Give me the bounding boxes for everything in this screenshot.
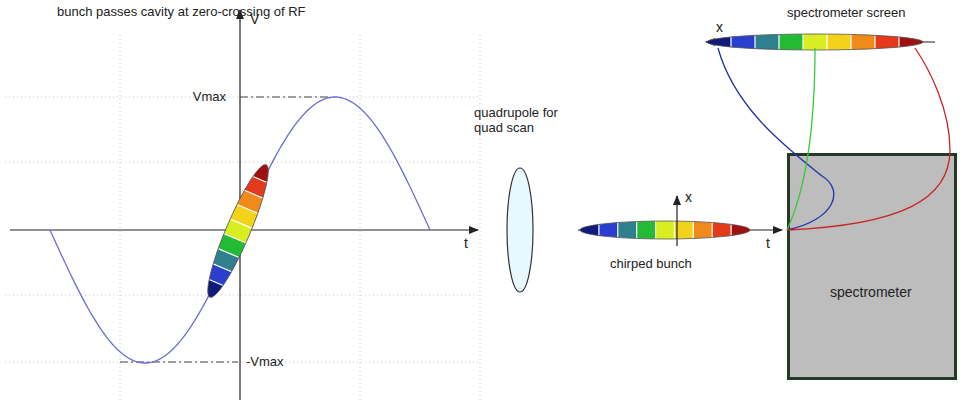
panel-title: bunch passes cavity at zero-crossing of … xyxy=(55,4,308,19)
level-label: Vmax xyxy=(191,89,228,104)
axis-label: x xyxy=(714,20,725,35)
slice-divider xyxy=(674,221,675,239)
slice-divider xyxy=(731,221,732,239)
bunch-slice xyxy=(755,34,780,50)
bunch-slice xyxy=(803,34,828,50)
slice-divider xyxy=(826,34,827,50)
slice-divider xyxy=(224,234,246,243)
rf-sine xyxy=(50,97,430,363)
axis-label: t xyxy=(462,236,470,251)
slice-divider xyxy=(218,248,240,257)
screen-spot xyxy=(707,34,924,50)
slice-divider xyxy=(655,221,656,239)
bunch-slice xyxy=(779,34,804,50)
slice-divider xyxy=(730,34,731,50)
slice-divider xyxy=(230,219,252,228)
slice-divider xyxy=(754,34,755,50)
screen-label: spectrometer screen xyxy=(785,5,908,20)
axis-label: V xyxy=(248,12,261,27)
vmax-line xyxy=(240,97,330,98)
bunch-slice xyxy=(851,34,876,50)
slice-divider xyxy=(850,34,851,50)
slice-divider xyxy=(712,221,713,239)
slice-divider xyxy=(598,221,599,239)
bunch-slice xyxy=(249,160,278,185)
slice-divider xyxy=(211,263,233,272)
slice-divider xyxy=(243,189,265,198)
bunch-slice xyxy=(580,221,599,239)
bunch-slice xyxy=(731,221,750,239)
slice-divider xyxy=(617,221,618,239)
slice-divider xyxy=(874,34,875,50)
slice-divider xyxy=(802,34,803,50)
slice-divider xyxy=(778,34,779,50)
bunch-label: chirped bunch xyxy=(608,256,694,271)
bunch-slice xyxy=(618,221,637,239)
slice-divider xyxy=(693,221,694,239)
component-label: quadrupole for quad scan xyxy=(472,105,576,135)
grid xyxy=(5,35,480,400)
bunch-x-axis xyxy=(676,196,677,246)
chirped-bunch xyxy=(580,221,751,239)
level-label: -Vmax xyxy=(244,354,286,369)
bunch-slice xyxy=(899,34,924,50)
bunch-slice xyxy=(707,34,732,50)
slice-divider xyxy=(636,221,637,239)
axis-label: x xyxy=(683,190,694,205)
bunch-slice xyxy=(656,221,675,239)
box-label: spectrometer xyxy=(830,284,912,300)
slice-divider xyxy=(898,34,899,50)
bunch-on-rf xyxy=(199,160,278,302)
axis-label: t xyxy=(764,236,772,251)
bunch-slice xyxy=(637,221,656,239)
quadrupole-lens xyxy=(507,168,533,292)
slice-divider xyxy=(236,204,258,213)
bunch-slice xyxy=(827,34,852,50)
bunch-slice xyxy=(693,221,712,239)
spectrometer-box: spectrometer xyxy=(787,153,957,380)
